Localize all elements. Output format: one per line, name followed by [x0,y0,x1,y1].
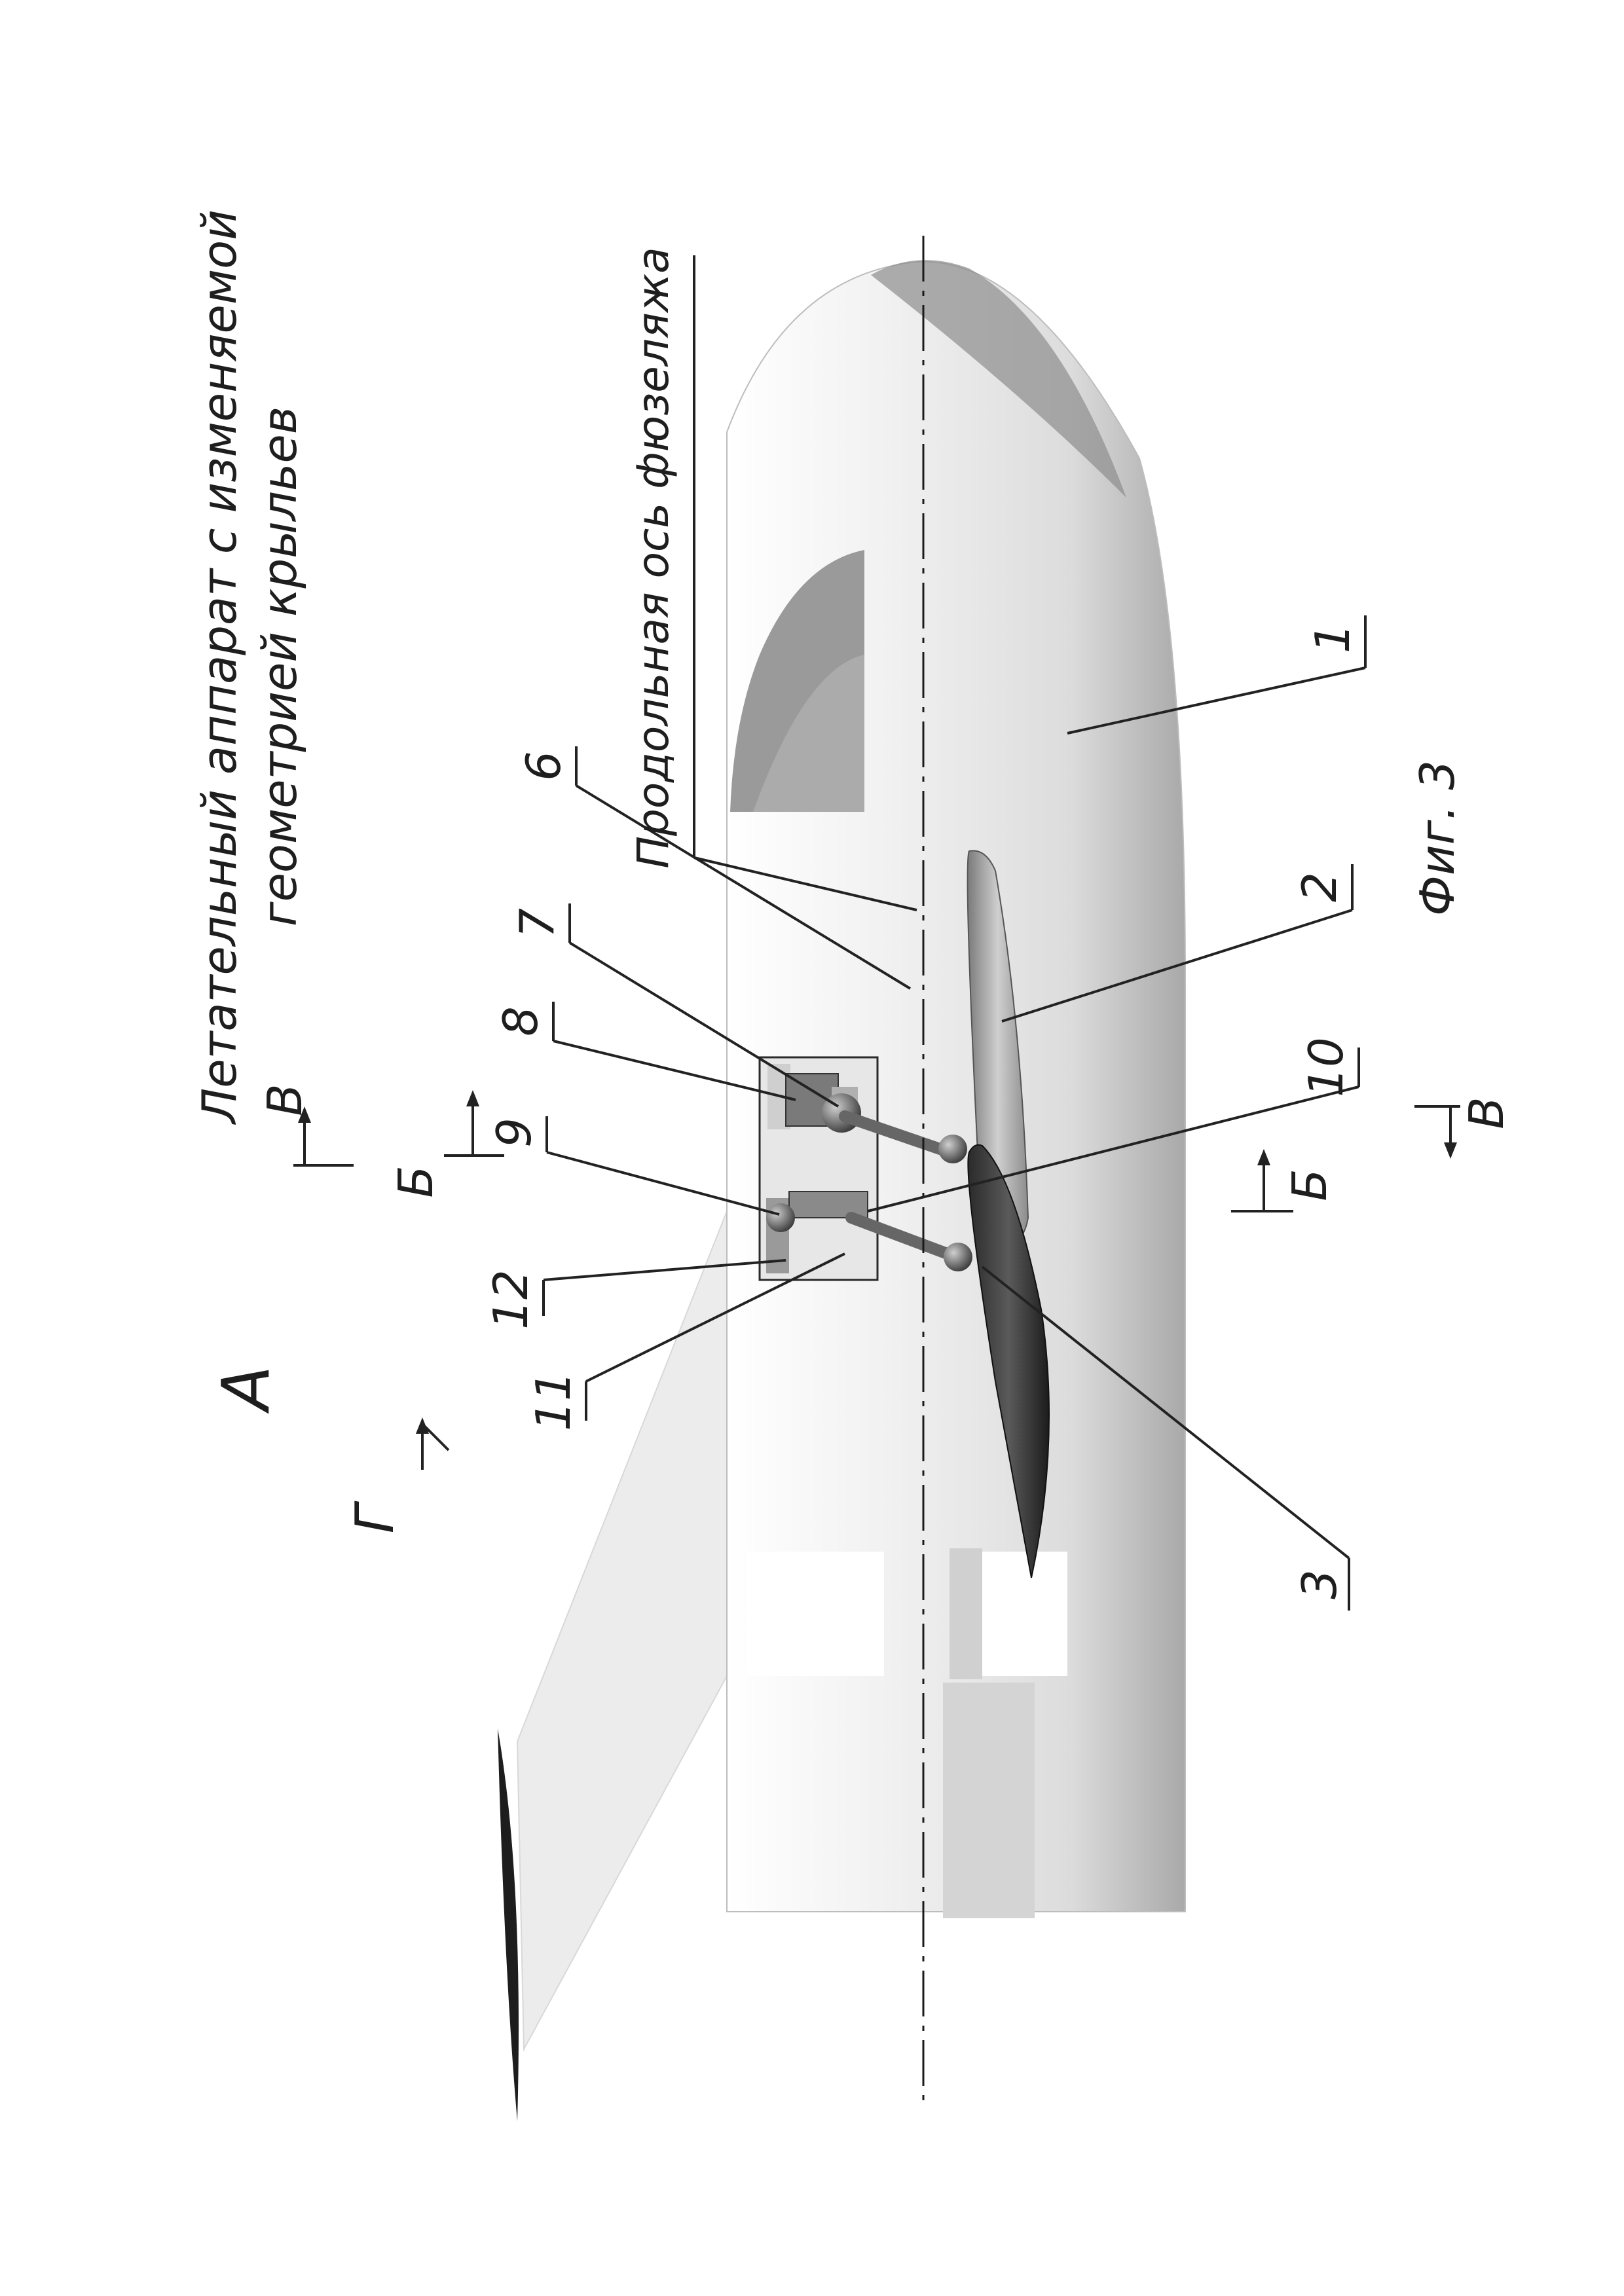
figure-caption: Фиг. 3 [1410,760,1465,916]
engine-pod [950,1548,982,1679]
callout-10: 10 [1299,1037,1354,1097]
cockpit-glare [753,655,864,812]
section-label-b-bottom: Б [1282,1169,1337,1201]
callout-3: 3 [1292,1569,1347,1599]
section-label-v-bottom: В [1459,1097,1514,1129]
wing-panel-3 [967,1144,1050,1578]
section-label-b-top: Б [388,1165,443,1197]
engine-nacelle [943,1683,1035,1918]
rod-end-ball-lower [944,1243,972,1271]
stabilizer-edge [498,1728,519,2121]
callout-12: 12 [483,1269,538,1330]
callout-11: 11 [526,1371,581,1431]
callout-2: 2 [1292,872,1347,902]
engine-cutout-upper [747,1552,884,1676]
callout-8: 8 [493,1006,548,1036]
title-line-2: геометрией крыльев [252,407,307,926]
title-line-1: Летательный аппарат с изменяемой [192,210,247,1125]
rotated-text-layer: Летательный аппарат с изменяемой геометр… [192,210,1514,1599]
callout-6: 6 [516,751,571,781]
view-label-a: А [208,1366,284,1414]
pivot-joint-9 [766,1203,795,1232]
callout-1: 1 [1305,623,1360,653]
callout-7: 7 [509,908,564,938]
engine-cutout-lower [982,1552,1067,1676]
section-markers [293,1090,1460,1470]
leader-lines [542,255,1367,1611]
rod-end-ball-upper [938,1135,967,1163]
nose-cap [871,260,1126,498]
callout-9: 9 [487,1118,542,1148]
aircraft-illustration [498,260,1186,2121]
axis-label: Продольная ось фюзеляжа [628,247,678,868]
view-arrow-label-g: Г [344,1501,405,1533]
linkage-rod-upper [839,1110,955,1158]
section-label-v-top: В [257,1084,312,1116]
tail-fin [516,1211,728,2052]
linkage-rod-lower [845,1212,962,1263]
